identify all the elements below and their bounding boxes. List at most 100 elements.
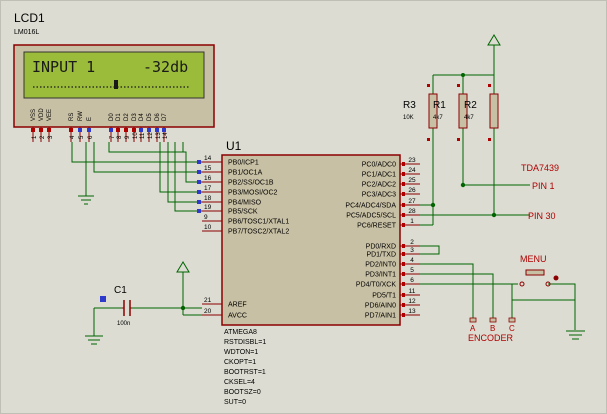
mcu-pin-name: AVCC [228, 313, 247, 320]
lcd-pin-number: 10 [133, 132, 139, 139]
mcu-pin-number: 19 [204, 204, 212, 211]
resistor-marker [488, 138, 491, 141]
lcd-pin-label: VSS [31, 109, 37, 121]
capacitor-c1[interactable]: C1 100n [100, 285, 132, 327]
mcu-pin-marker [197, 170, 201, 174]
resistor-body [428, 93, 438, 129]
lcd-pin-marker [47, 128, 51, 132]
lcd-pin-label: D6 [155, 113, 161, 121]
mcu-pin-name: PD1/TXD [366, 252, 396, 259]
wires-encoder [420, 245, 585, 340]
mcu-left-pins: 14PB0/ICP115PB1/OC1A16PB2/SS/OC1B17PB3/M… [197, 155, 289, 320]
lcd-screen [23, 51, 205, 99]
mcu-pin-number: 6 [410, 277, 414, 284]
mcu-pin-number: 5 [410, 267, 414, 274]
mcu-pin-name: PD0/RXD [366, 244, 396, 251]
junctions [430, 73, 497, 218]
lcd-pin-label: D7 [162, 113, 168, 121]
resistor-marker [427, 138, 430, 141]
mcu-property: SUT=0 [224, 399, 246, 406]
mcu-pin-number: 25 [408, 177, 416, 184]
mcu-pin-marker [402, 252, 405, 256]
mcu-pin-marker [402, 282, 405, 286]
lcd-pin-number: 4 [70, 135, 76, 139]
mcu-pin-name: PB5/SCK [228, 209, 258, 216]
lcd-pin-number: 6 [88, 135, 94, 139]
mcu-pin-marker [402, 223, 405, 227]
mcu-pin-marker [402, 272, 405, 276]
cap-marker [100, 296, 106, 302]
mcu-pin-number: 16 [204, 175, 212, 182]
lcd-model: LM016L [14, 29, 39, 36]
mcu-pin-marker [402, 172, 405, 176]
mcu-pin-name: PB3/MOSI/OC2 [228, 190, 278, 197]
lcd-pin-marker [155, 128, 159, 132]
wires-lcd-mcu [71, 142, 202, 212]
lcd-bargraph-marker [114, 80, 118, 89]
mcu-pin-name: PB0/ICP1 [228, 160, 259, 167]
resistor-marker [427, 84, 430, 87]
lcd-pin-marker [162, 128, 166, 132]
mcu-property: CKOPT=1 [224, 359, 256, 366]
power-arrow-top [487, 34, 501, 46]
lcd-line1-right: -32db [143, 58, 188, 76]
lcd-pin-number: 13 [156, 132, 162, 139]
label-tda: TDA7439 [521, 163, 559, 173]
mcu-pin-marker [402, 162, 405, 166]
mcu-pin-marker [402, 303, 405, 307]
menu-switch[interactable]: MENU [519, 254, 559, 287]
mcu-pin-marker [197, 209, 201, 213]
mcu-pin-marker [197, 190, 201, 194]
mcu-pin-number: 15 [204, 165, 212, 172]
lcd-pin-number: 7 [110, 135, 116, 139]
mcu-pin-marker [402, 213, 405, 217]
resistor-body [489, 93, 499, 129]
mcu-pin-marker [197, 160, 201, 164]
label-enc-a: A [470, 324, 476, 333]
label-enc-b: B [490, 324, 495, 333]
lcd-pin-label: RW [78, 111, 84, 121]
wires-resistors [420, 45, 530, 226]
label-pin1: PIN 1 [532, 181, 555, 191]
mcu-pin-name: PC1/ADC1 [362, 172, 396, 179]
mcu-pin-number: 14 [204, 155, 212, 162]
mcu-pin-number: 13 [408, 308, 416, 315]
lcd-pin-number: 2 [40, 135, 46, 139]
mcu-pin-marker [402, 262, 405, 266]
lcd-pin-marker [109, 128, 113, 132]
mcu-pin-name: PB6/TOSC1/XTAL1 [228, 219, 289, 226]
mcu-right-pins: 23PC0/ADC024PC1/ADC125PC2/ADC226PC3/ADC3… [345, 157, 420, 320]
lcd-pin-number: 11 [140, 132, 146, 139]
lcd-module[interactable]: LCD1 LM016L INPUT 1 -32db VSS1VDD2VEE3RS… [13, 11, 215, 142]
lcd-pin-label: D2 [124, 113, 130, 121]
mcu-pin-number: 11 [409, 288, 416, 295]
cap-value: 100n [117, 321, 130, 327]
lcd-pin-label: VDD [39, 108, 45, 121]
mcu-pin-number: 10 [204, 224, 212, 231]
mcu-pin-marker [402, 192, 405, 196]
mcu-property: ATMEGA8 [224, 329, 257, 336]
label-menu: MENU [520, 254, 547, 264]
lcd-pin-number: 12 [148, 132, 154, 139]
encoder-pins[interactable]: A B C ENCODER [468, 317, 516, 343]
lcd-pin-label: E [87, 117, 93, 121]
mcu-pin-name: PC2/ADC2 [362, 182, 396, 189]
lcd-pin-label: D4 [139, 113, 145, 121]
mcu-pin-number: 1 [410, 218, 414, 225]
mcu-pin-marker [402, 203, 405, 207]
cap-ref: C1 [114, 285, 127, 296]
mcu-pin-name: PD4/T0/XCK [356, 282, 396, 289]
label-enc-c: C [509, 324, 515, 333]
mcu-pin-number: 20 [204, 308, 212, 315]
mcu-pin-name: PB2/SS/OC1B [228, 180, 274, 187]
power-arrow-avcc [176, 261, 190, 311]
lcd-pin-marker [139, 128, 143, 132]
mcu-u1[interactable]: U1 14PB0/ICP115PB1/OC1A16PB2/SS/OC1B17PB… [197, 139, 420, 406]
lcd-pin-marker [31, 128, 35, 132]
mcu-pin-marker [402, 293, 405, 297]
